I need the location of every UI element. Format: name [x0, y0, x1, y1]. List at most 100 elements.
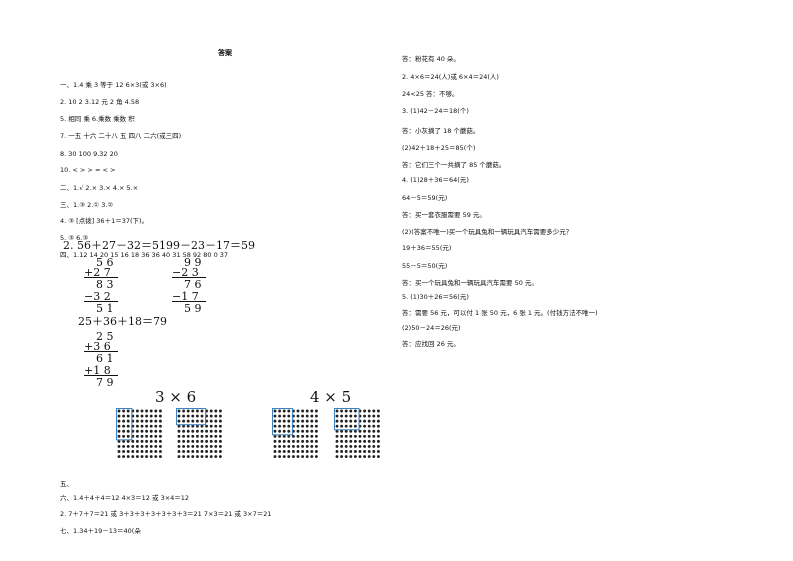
dot — [301, 444, 305, 448]
dot — [145, 409, 149, 413]
dot — [344, 434, 348, 438]
dot — [126, 439, 130, 443]
dot — [182, 434, 186, 438]
dot — [376, 419, 380, 423]
dot — [305, 450, 309, 453]
dot — [340, 414, 344, 418]
dot — [363, 409, 367, 413]
dot — [140, 434, 144, 438]
dot — [344, 439, 348, 443]
dot — [287, 450, 291, 453]
dot — [273, 414, 277, 418]
dot — [218, 450, 222, 453]
dot — [372, 444, 376, 448]
dot — [218, 434, 222, 438]
dot — [363, 439, 367, 443]
dot — [195, 409, 199, 413]
dot — [154, 419, 158, 423]
dot — [305, 424, 309, 428]
calc-underline — [84, 375, 118, 376]
dot — [126, 444, 130, 448]
dot — [363, 419, 367, 423]
dot — [200, 450, 204, 453]
dot — [314, 429, 318, 433]
dot — [126, 419, 130, 423]
dot — [282, 409, 286, 413]
dot — [117, 434, 121, 438]
dot — [301, 455, 305, 458]
dot — [305, 434, 309, 438]
dot — [358, 434, 362, 438]
right-lines-0: 答：粉花有 40 朵。 — [402, 55, 460, 63]
dot — [117, 424, 121, 428]
dot — [367, 455, 371, 458]
dot — [305, 419, 309, 423]
dot — [177, 429, 181, 433]
dot — [349, 424, 353, 428]
dot — [177, 414, 181, 418]
dot — [214, 444, 218, 448]
dot — [177, 455, 181, 458]
dot — [200, 444, 204, 448]
dot — [135, 455, 139, 458]
dot — [287, 409, 291, 413]
dot — [349, 429, 353, 433]
dot — [182, 429, 186, 433]
dot — [314, 439, 318, 443]
dot — [135, 450, 139, 453]
dot — [131, 439, 135, 443]
right-lines-4: 答：小灰摘了 18 个蘑菇。 — [402, 127, 480, 135]
dot — [278, 429, 282, 433]
dot-grid-2 — [176, 408, 222, 458]
dot — [376, 414, 380, 418]
dot — [344, 429, 348, 433]
dot — [191, 409, 195, 413]
dot — [135, 444, 139, 448]
right-lines-1: 2. 4×6＝24(人)或 6×4＝24(人) — [402, 73, 499, 81]
vertical-2-row-4: 5 9 — [184, 302, 202, 315]
dot — [340, 424, 344, 428]
dot — [301, 419, 305, 423]
dot — [282, 414, 286, 418]
dot — [186, 434, 190, 438]
dot — [367, 444, 371, 448]
dot — [200, 419, 204, 423]
left-lines-9: 5. ③ 6.③ — [60, 234, 89, 242]
dot — [367, 439, 371, 443]
dot — [149, 439, 153, 443]
dot — [353, 424, 357, 428]
dot — [282, 450, 286, 453]
dot — [273, 434, 277, 438]
dot — [358, 429, 362, 433]
dot — [205, 439, 209, 443]
dot — [195, 414, 199, 418]
dot — [344, 424, 348, 428]
dot — [372, 429, 376, 433]
dot — [291, 439, 295, 443]
dot — [177, 439, 181, 443]
dot — [301, 450, 305, 453]
dot — [122, 439, 126, 443]
dot — [205, 455, 209, 458]
dot — [158, 429, 162, 433]
dot — [177, 444, 181, 448]
right-lines-2: 24<25 答：不够。 — [402, 90, 459, 98]
dot-label-3x6: 3 × 6 — [155, 388, 197, 406]
dot — [205, 444, 209, 448]
dot — [145, 439, 149, 443]
dot — [282, 455, 286, 458]
dot — [117, 455, 121, 458]
vertical-2-row-3: −1 7 — [172, 290, 199, 303]
dot — [335, 439, 339, 443]
dot — [205, 450, 209, 453]
right-lines-7: 4. (1)28＋36＝64(元) — [402, 176, 469, 184]
dot — [314, 419, 318, 423]
dot — [122, 434, 126, 438]
dot — [214, 434, 218, 438]
dot — [186, 424, 190, 428]
dot — [135, 429, 139, 433]
dot — [195, 455, 199, 458]
calc-heading-3: 25＋36＋18＝79 — [78, 315, 167, 328]
dot — [182, 450, 186, 453]
right-lines-8: 64－5＝59(元) — [402, 194, 448, 202]
